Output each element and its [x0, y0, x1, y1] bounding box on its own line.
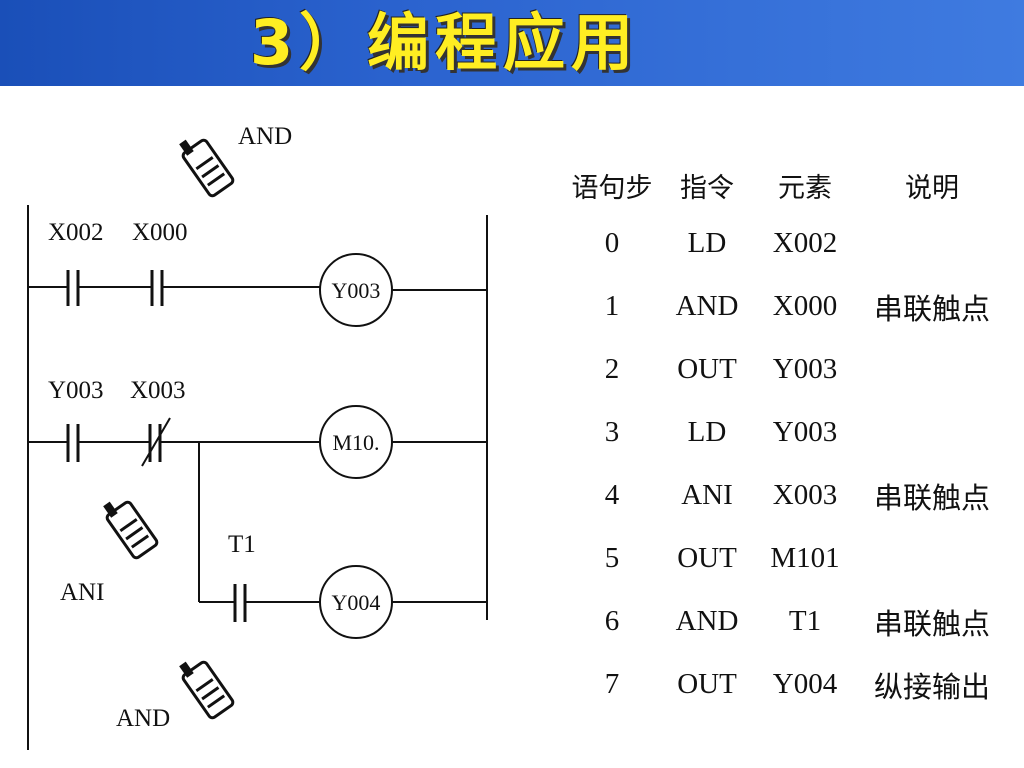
- label-t1: T1: [228, 531, 256, 558]
- cell-instruction: ANI: [681, 479, 733, 511]
- cell-element: T1: [788, 605, 822, 637]
- pointing-hand-icon: [179, 138, 235, 198]
- cell-description: [854, 212, 1010, 275]
- table-row: 4 ANI X003 串联触点: [566, 464, 1010, 527]
- page-title: 3）编程应用: [250, 6, 640, 79]
- pointing-hand-icon: [103, 500, 159, 560]
- cell-instruction: OUT: [677, 668, 737, 700]
- instruction-list-table: 语句步 指令 元素 说明 0 LD X002 1 AND X000 串联触点 2…: [566, 158, 1010, 716]
- table-header-row: 语句步 指令 元素 说明: [566, 158, 1010, 212]
- cell-description: 纵接输出: [873, 669, 990, 704]
- table-row: 3 LD Y003: [566, 401, 1010, 464]
- cell-instruction: LD: [687, 227, 727, 259]
- cell-step: 6: [604, 605, 620, 637]
- rung-1: X002 X000 Y003: [28, 219, 487, 327]
- table-row: 7 OUT Y004 纵接输出: [566, 653, 1010, 716]
- cell-element: X003: [772, 479, 838, 511]
- callout-and-top: AND: [238, 123, 292, 150]
- header-element: 元素: [778, 172, 832, 204]
- contact-no-x000: [150, 270, 164, 306]
- cell-description: 串联触点: [873, 480, 990, 515]
- cell-element: Y003: [772, 416, 838, 448]
- table-row: 1 AND X000 串联触点: [566, 275, 1010, 338]
- cell-description: [854, 401, 1010, 464]
- cell-element: X002: [772, 227, 838, 259]
- coil-label-y004: Y004: [332, 590, 381, 615]
- cell-step: 7: [604, 668, 620, 700]
- cell-step: 5: [604, 542, 620, 574]
- pointing-hand-icon: [179, 660, 235, 720]
- cell-element: M101: [770, 542, 840, 574]
- cell-description: 串联触点: [873, 291, 990, 326]
- contact-no-t1: [233, 584, 247, 622]
- label-x000: X000: [132, 219, 188, 246]
- cell-step: 0: [604, 227, 620, 259]
- title-banner: 3）编程应用: [0, 0, 1024, 86]
- label-y003: Y003: [48, 377, 104, 404]
- header-instruction: 指令: [680, 172, 734, 204]
- cell-instruction: AND: [675, 290, 739, 322]
- label-x002: X002: [48, 219, 104, 246]
- header-description: 说明: [905, 172, 959, 204]
- table-row: 0 LD X002: [566, 212, 1010, 275]
- cell-instruction: LD: [687, 416, 727, 448]
- coil-label-y003: Y003: [332, 278, 381, 303]
- cell-step: 1: [604, 290, 620, 322]
- table-row: 2 OUT Y003: [566, 338, 1010, 401]
- rung-3: T1 Y004: [198, 442, 487, 639]
- coil-label-m10: M10.: [332, 430, 379, 455]
- cell-step: 2: [604, 353, 620, 385]
- contact-no-x002: [66, 270, 80, 306]
- cell-description: [854, 527, 1010, 590]
- label-x003: X003: [130, 377, 186, 404]
- cell-instruction: OUT: [677, 542, 737, 574]
- rung-2: Y003 X003 M10.: [28, 377, 487, 479]
- table-row: 6 AND T1 串联触点: [566, 590, 1010, 653]
- cell-instruction: OUT: [677, 353, 737, 385]
- cell-step: 3: [604, 416, 620, 448]
- header-step: 语句步: [571, 172, 653, 204]
- callout-and-bottom: AND: [116, 705, 170, 732]
- cell-description: 串联触点: [873, 606, 990, 641]
- contact-no-y003: [66, 424, 80, 462]
- cell-element: Y003: [772, 353, 838, 385]
- callout-ani: ANI: [60, 579, 104, 606]
- cell-instruction: AND: [675, 605, 739, 637]
- cell-element: X000: [772, 290, 838, 322]
- table-row: 5 OUT M101: [566, 527, 1010, 590]
- cell-description: [854, 338, 1010, 401]
- cell-element: Y004: [772, 668, 838, 700]
- cell-step: 4: [604, 479, 620, 511]
